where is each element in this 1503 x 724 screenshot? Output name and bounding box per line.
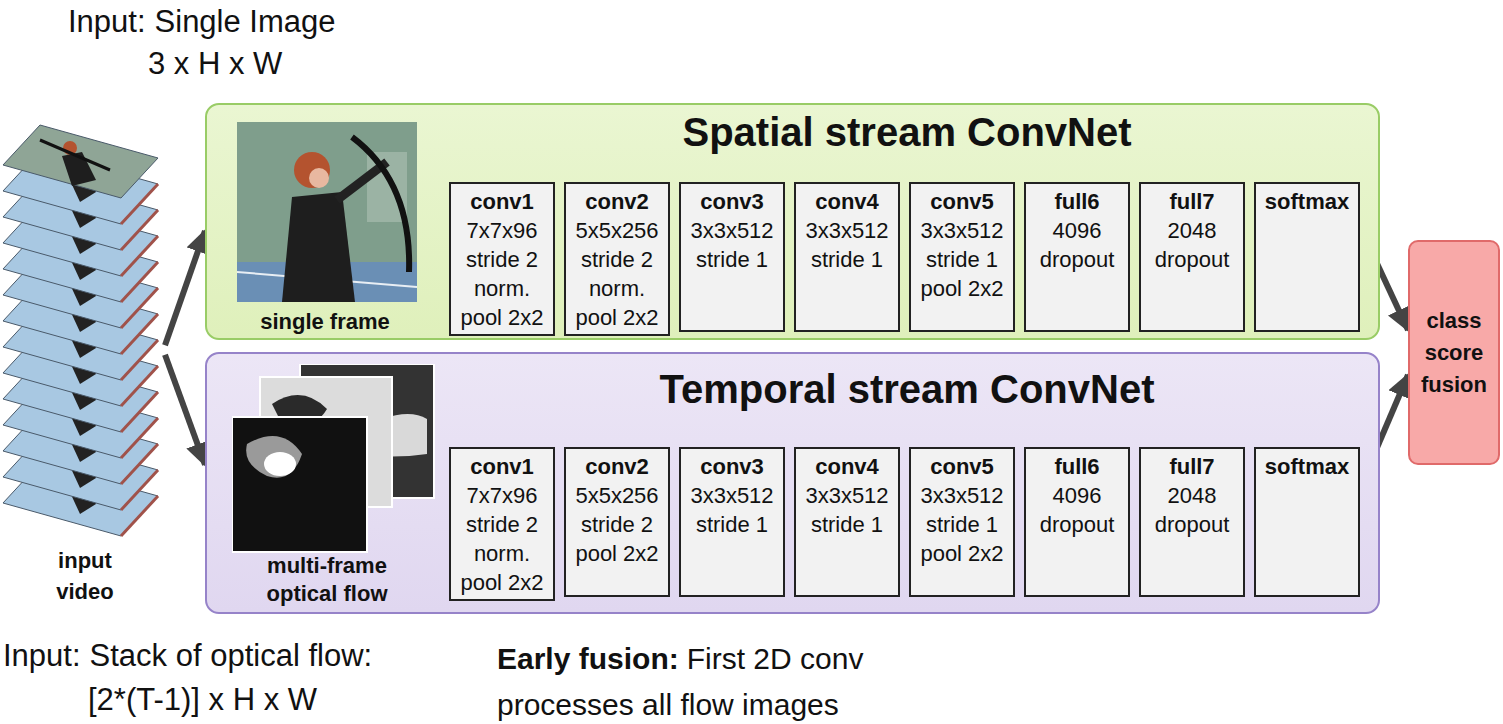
layer-name: conv2 (568, 452, 666, 481)
flow-arrow (165, 231, 205, 345)
layer-params: 5x5x256 stride 2 norm. pool 2x2 (568, 216, 666, 332)
person-hair (294, 152, 330, 188)
layer-name: softmax (1258, 452, 1356, 481)
top-frame-face (3, 125, 158, 198)
layer-name: conv5 (913, 452, 1011, 481)
layer-params: 3x3x512 stride 1 (683, 216, 781, 274)
layer-params: 2048 dropout (1143, 481, 1241, 539)
layer-params: 7x7x96 stride 2 norm. pool 2x2 (453, 216, 551, 332)
layer-name: conv1 (453, 187, 551, 216)
fusion-box: class score fusion (1408, 240, 1500, 465)
layer-box: conv25x5x256 stride 2 norm. pool 2x2 (564, 182, 670, 336)
layer-box: conv33x3x512 stride 1 (679, 182, 785, 332)
layer-box: conv17x7x96 stride 2 norm. pool 2x2 (449, 447, 555, 601)
stream-panel: Spatial stream ConvNet conv17x7x96 stride… (205, 103, 1380, 340)
layer-name: softmax (1258, 187, 1356, 216)
bow (352, 137, 409, 272)
layer-box: softmax (1254, 182, 1360, 332)
layer-name: conv2 (568, 187, 666, 216)
layer-params: 3x3x512 stride 1 pool 2x2 (913, 481, 1011, 568)
layer-params: 3x3x512 stride 1 (683, 481, 781, 539)
layer-name: conv5 (913, 187, 1011, 216)
layer-name: conv1 (453, 452, 551, 481)
flow-image-front (232, 417, 367, 552)
layer-box: conv43x3x512 stride 1 (794, 447, 900, 597)
layer-params: 2048 dropout (1143, 216, 1241, 274)
annotation-text: multi-frame optical flow (237, 552, 417, 608)
label-line: Early fusion:First 2D conv processes all… (497, 636, 937, 724)
stream-title: Temporal stream ConvNet (602, 366, 1212, 412)
layer-params: 3x3x512 stride 1 (798, 481, 896, 539)
annotation-text: Single Image (155, 4, 336, 39)
flow-blob-bright (264, 452, 296, 476)
layer-params: 3x3x512 stride 1 pool 2x2 (913, 216, 1011, 303)
layer-params: 7x7x96 stride 2 norm. pool 2x2 (453, 481, 551, 597)
layer-params: 4096 dropout (1028, 481, 1126, 539)
optical-flow-images (232, 364, 437, 554)
layer-box: full72048 dropout (1139, 447, 1245, 597)
flow-blob (246, 436, 302, 478)
annotation-text: single frame (235, 307, 415, 336)
annotation-text: Input: (68, 4, 146, 39)
person-face (309, 168, 329, 188)
label-line: Input: Single Image (68, 2, 336, 42)
layer-box: conv53x3x512 stride 1 pool 2x2 (909, 447, 1015, 597)
wall (237, 122, 417, 302)
layer-params: 3x3x512 stride 1 (798, 216, 896, 274)
annotation-text: Stack of optical flow: (90, 638, 373, 673)
layer-box: full64096 dropout (1024, 447, 1130, 597)
layer-name: conv3 (683, 187, 781, 216)
annotation-text: Early fusion: (497, 642, 679, 675)
flow-arrow (165, 355, 205, 465)
layer-params: 4096 dropout (1028, 216, 1126, 274)
top-frame-bow (40, 140, 110, 170)
layer-name: full6 (1028, 187, 1126, 216)
annotation-text: Input: (3, 638, 81, 673)
annotation-text: 3 x H x W (148, 44, 282, 84)
video-top-frame (3, 125, 158, 198)
layer-box: full72048 dropout (1139, 182, 1245, 332)
layer-box: full64096 dropout (1024, 182, 1130, 332)
layer-box: softmax (1254, 447, 1360, 597)
layer-box: conv53x3x512 stride 1 pool 2x2 (909, 182, 1015, 332)
layer-box: conv33x3x512 stride 1 (679, 447, 785, 597)
person-body (282, 192, 355, 302)
annotation-text: [2*(T-1)] x H x W (88, 680, 317, 720)
layer-name: conv4 (798, 452, 896, 481)
layer-box: conv43x3x512 stride 1 (794, 182, 900, 332)
input-video: input video (0, 115, 165, 585)
layer-box: conv17x7x96 stride 2 norm. pool 2x2 (449, 182, 555, 336)
video-label: input video (28, 545, 142, 607)
layer-box: conv25x5x256 stride 2 pool 2x2 (564, 447, 670, 597)
layer-params: 5x5x256 stride 2 pool 2x2 (568, 481, 666, 568)
layer-name: full7 (1143, 452, 1241, 481)
label-line: Input: Stack of optical flow: (3, 636, 372, 676)
layer-name: full6 (1028, 452, 1126, 481)
stream-title: Spatial stream ConvNet (602, 109, 1212, 155)
layer-name: conv4 (798, 187, 896, 216)
fusion-label: class score fusion (1414, 305, 1494, 401)
layer-name: conv3 (683, 452, 781, 481)
layer-name: full7 (1143, 187, 1241, 216)
single-frame-image (237, 122, 417, 302)
